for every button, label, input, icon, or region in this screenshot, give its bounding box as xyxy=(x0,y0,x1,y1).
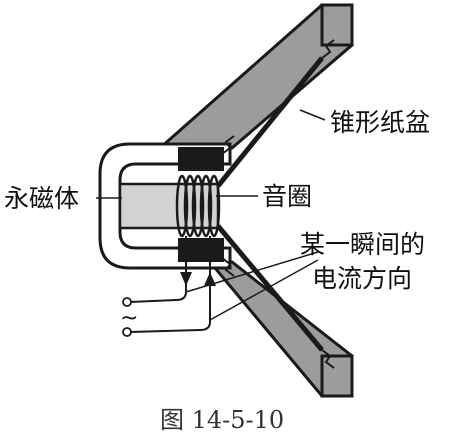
figure-caption: 图 14-5-10 xyxy=(160,406,285,434)
frame-top-block xyxy=(320,3,354,47)
spider-top xyxy=(221,135,235,155)
cone-upper xyxy=(216,56,324,188)
current-arrow-down xyxy=(180,272,192,286)
label-magnet: 永磁体 xyxy=(4,184,80,213)
terminal-bottom xyxy=(122,327,132,337)
pole-piece-bottom xyxy=(178,238,224,262)
surround-bottom xyxy=(321,349,335,369)
label-coil: 音圈 xyxy=(262,182,313,211)
terminal-top xyxy=(122,297,132,307)
label-cone: 锥形纸盆 xyxy=(330,108,431,137)
voice-coil xyxy=(175,174,221,238)
label-current-line2: 电流方向 xyxy=(312,264,413,293)
leader-current-a xyxy=(185,251,319,293)
pole-piece-top xyxy=(178,147,224,171)
lead-wire-left xyxy=(129,236,187,303)
lead-wire-right xyxy=(129,236,211,333)
cone-lower xyxy=(216,224,324,352)
current-arrow-up xyxy=(204,272,216,286)
leader-cone xyxy=(299,109,326,121)
ac-symbol: ~ xyxy=(120,306,139,331)
label-current-line1: 某一瞬间的 xyxy=(300,230,426,259)
surround-top xyxy=(321,39,335,59)
leader-current-b xyxy=(209,259,319,321)
spider-bottom xyxy=(221,257,235,277)
